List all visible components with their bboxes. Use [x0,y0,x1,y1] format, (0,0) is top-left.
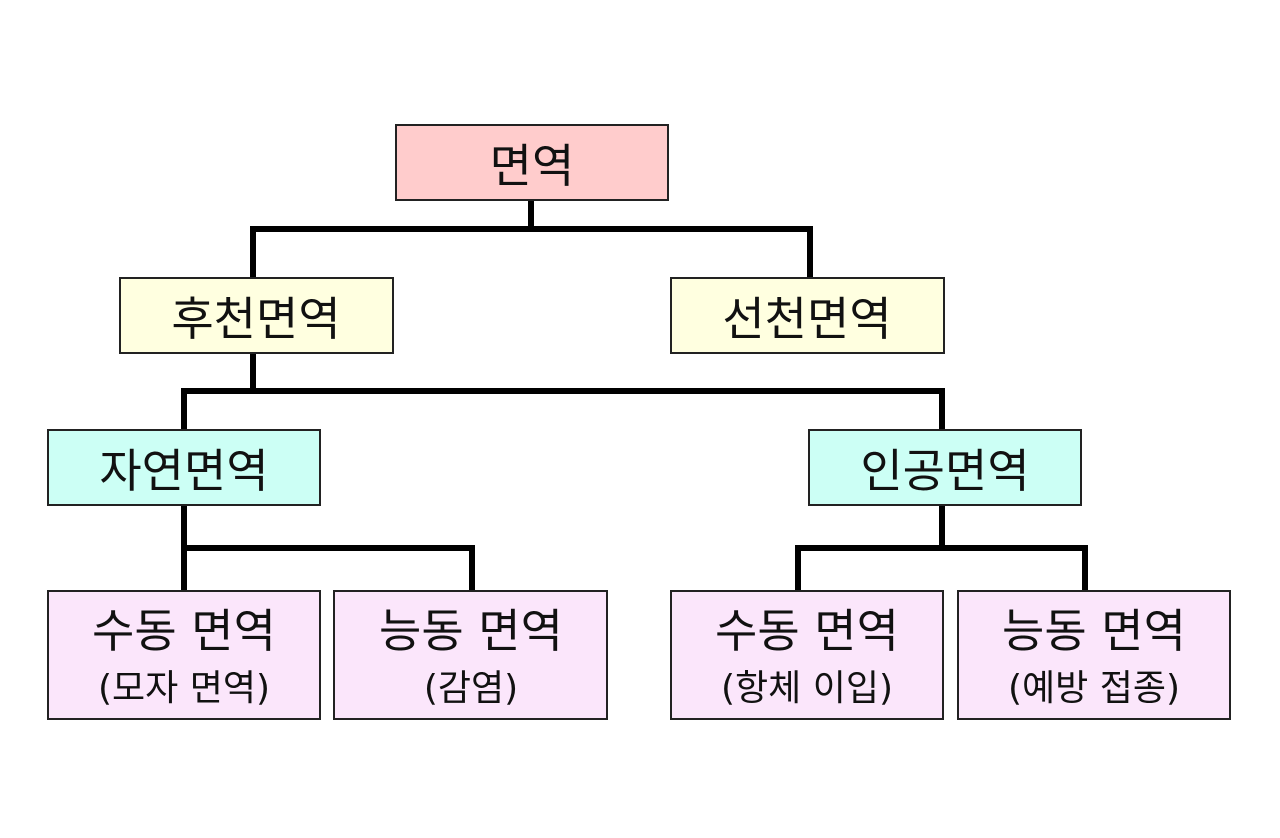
node-artificial-immunity: 인공면역 [808,429,1082,506]
node-sublabel: (감염) [424,668,518,709]
node-label: 수동 면역 [715,604,899,658]
node-label: 인공면역 [860,444,1029,498]
node-label: 자연면역 [99,444,268,498]
node-immunity: 면역 [395,124,669,201]
node-box [47,429,321,506]
node-natural-immunity: 자연면역 [47,429,321,506]
node-box [395,124,669,201]
node-label: 후천면역 [171,292,340,346]
node-sublabel: (모자 면역) [98,668,270,709]
node-innate-immunity: 선천면역 [670,277,945,354]
node-box [808,429,1082,506]
node-box [119,277,394,354]
node-label: 수동 면역 [92,604,276,658]
node-label: 능동 면역 [1002,604,1186,658]
node-artificial-active-immunity: 능동 면역 (예방 접종) [957,590,1231,720]
node-label: 선천면역 [722,292,891,346]
connector-natural-children [181,505,475,591]
node-label: 능동 면역 [379,604,563,658]
node-box [333,590,608,720]
connector-artificial-children [795,505,1088,591]
node-natural-passive-immunity: 수동 면역 (모자 면역) [47,590,321,720]
node-acquired-immunity: 후천면역 [119,277,394,354]
connector-root-children [250,200,813,278]
connector-acquired-children [181,353,945,430]
node-box [957,590,1231,720]
node-box [47,590,321,720]
node-box [670,590,944,720]
node-sublabel: (예방 접종) [1008,668,1180,709]
node-sublabel: (항체 이입) [721,668,893,709]
node-box [670,277,945,354]
node-natural-active-immunity: 능동 면역 (감염) [333,590,608,720]
node-artificial-passive-immunity: 수동 면역 (항체 이입) [670,590,944,720]
node-label: 면역 [490,139,575,193]
connectors [181,200,1088,591]
